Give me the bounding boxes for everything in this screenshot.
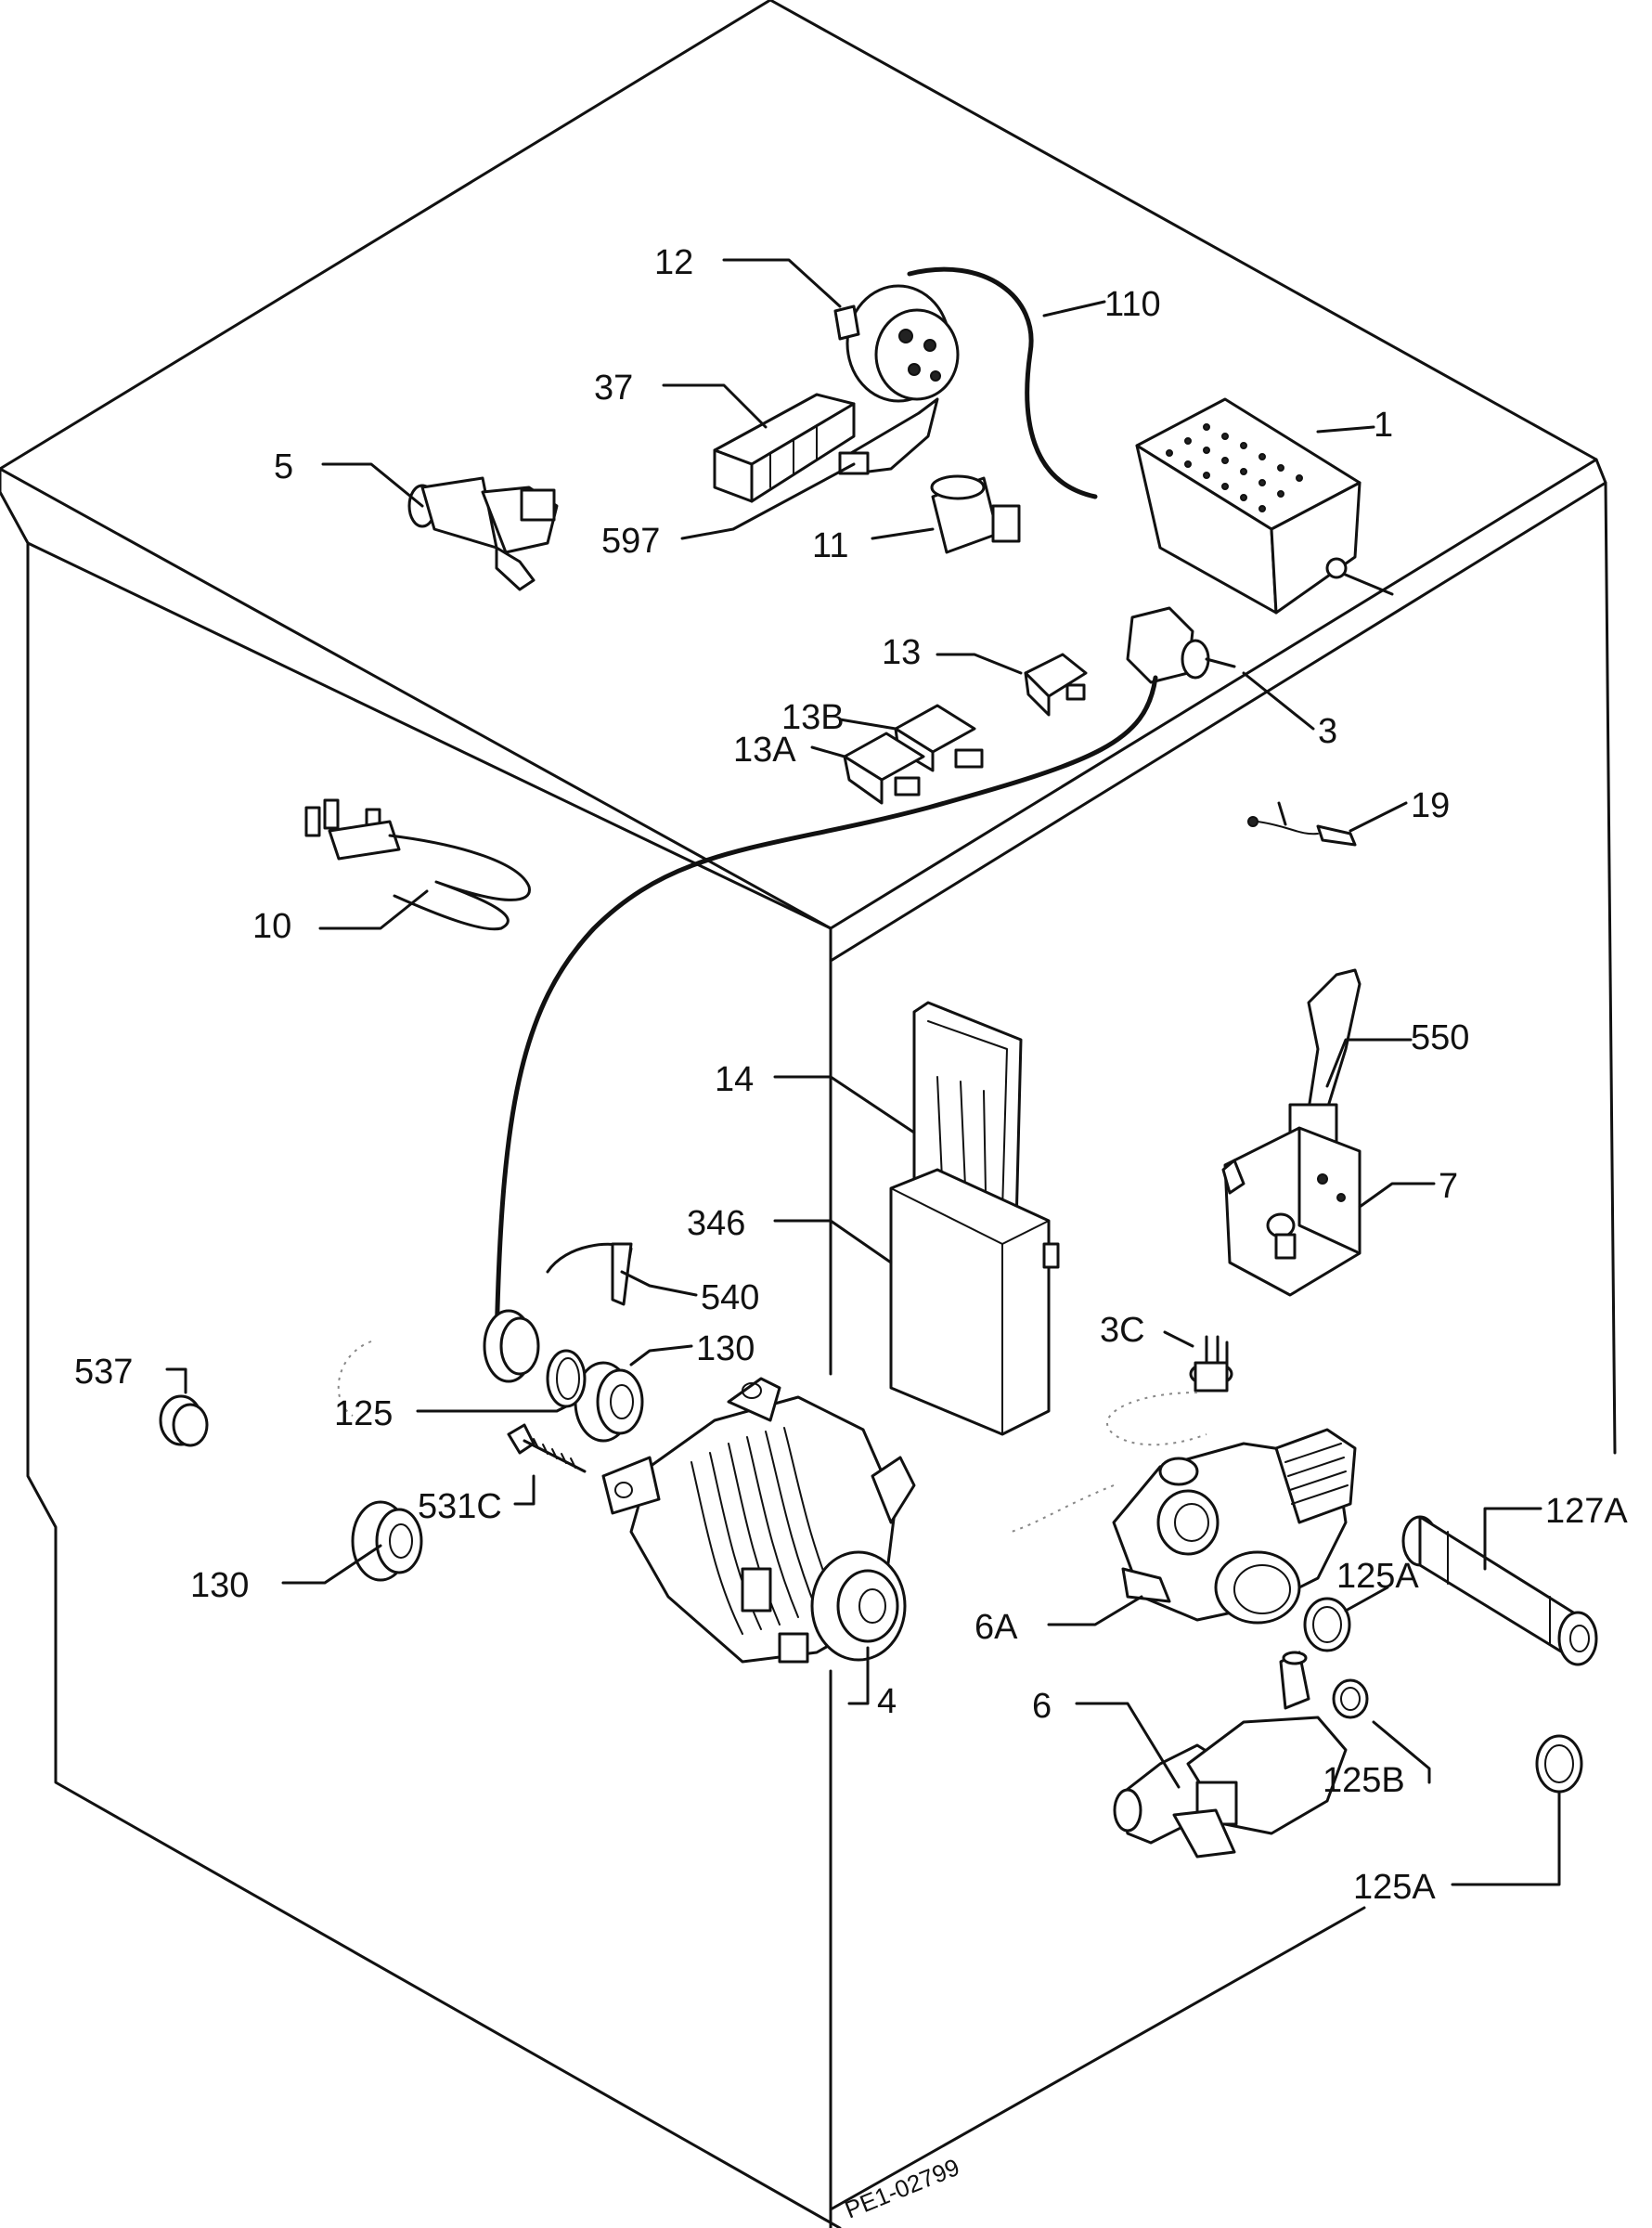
cable-tie <box>546 1242 633 1306</box>
label-110: 110 <box>1104 285 1161 324</box>
heating-element <box>304 798 531 931</box>
label-6: 6 <box>1032 1687 1052 1726</box>
label-10: 10 <box>252 907 291 946</box>
label-3: 3 <box>1318 712 1337 751</box>
programme-timer <box>1135 397 1394 615</box>
label-12: 12 <box>654 243 693 282</box>
timer-contact-grid <box>1166 423 1303 512</box>
pump-filter-plug <box>1189 1335 1233 1392</box>
pump-housing <box>1112 1428 1357 1625</box>
label-1: 1 <box>1374 406 1393 445</box>
label-346: 346 <box>687 1204 745 1243</box>
label-125b: 125B <box>1323 1761 1405 1800</box>
label-13a: 13A <box>733 731 796 770</box>
housing-guide-line <box>1011 1484 1115 1533</box>
sensor-grommet <box>483 1309 540 1383</box>
label-19: 19 <box>1411 786 1450 825</box>
pressure-hose <box>907 266 1098 499</box>
screw <box>507 1423 587 1473</box>
temperature-sensor <box>1247 801 1357 847</box>
label-5: 5 <box>274 447 293 486</box>
label-125a-lower: 125A <box>1353 1868 1436 1907</box>
drawer-housing <box>889 1168 1060 1436</box>
seal-guide-line <box>337 1341 372 1417</box>
connector-13a <box>843 732 925 805</box>
callout-labels: 12 110 37 1 5 597 11 13 13B 13A 3 19 10 … <box>74 243 1628 1907</box>
label-37: 37 <box>594 369 633 408</box>
label-550: 550 <box>1411 1018 1469 1057</box>
filter-guide-line <box>1106 1392 1207 1446</box>
seal-125a-lower <box>1535 1734 1583 1794</box>
drain-pump <box>1113 1651 1348 1859</box>
label-7: 7 <box>1439 1167 1458 1206</box>
bushing-130-lower <box>351 1500 423 1582</box>
label-13: 13 <box>882 633 921 672</box>
seal-125 <box>546 1349 587 1408</box>
capacitor <box>930 474 1021 554</box>
label-531c: 531C <box>418 1487 502 1526</box>
connector-13 <box>1024 653 1088 717</box>
seal-125a-upper <box>1303 1597 1351 1652</box>
sensor-cable <box>494 675 1158 1349</box>
label-540: 540 <box>701 1278 759 1317</box>
label-14: 14 <box>715 1060 754 1099</box>
label-6a: 6A <box>974 1608 1018 1647</box>
label-130-lower: 130 <box>190 1566 249 1605</box>
label-13b: 13B <box>781 698 845 737</box>
detergent-drawer <box>912 1001 1023 1227</box>
water-inlet-valve <box>407 476 559 591</box>
door-interlock <box>1221 968 1362 1297</box>
seal-125b <box>1332 1678 1369 1719</box>
cabinet-outline <box>0 0 1617 2228</box>
label-130-upper: 130 <box>696 1329 755 1368</box>
label-597: 597 <box>601 522 660 561</box>
pressure-switch <box>833 284 960 403</box>
bushing-130-upper <box>574 1361 644 1443</box>
label-4: 4 <box>877 1682 897 1721</box>
label-11: 11 <box>812 526 848 565</box>
terminal-block <box>713 393 856 503</box>
level-sensor <box>1126 606 1236 684</box>
connecting-hose <box>1401 1515 1598 1666</box>
label-125: 125 <box>334 1394 393 1433</box>
motor <box>601 1377 916 1664</box>
label-3c: 3C <box>1100 1311 1145 1350</box>
leader-lines <box>165 258 1561 1886</box>
label-127a: 127A <box>1545 1492 1628 1531</box>
reference-code: PE1-02799 <box>841 2153 963 2224</box>
label-537: 537 <box>74 1353 133 1392</box>
bushing-537 <box>159 1394 209 1447</box>
label-125a-upper: 125A <box>1336 1557 1419 1596</box>
